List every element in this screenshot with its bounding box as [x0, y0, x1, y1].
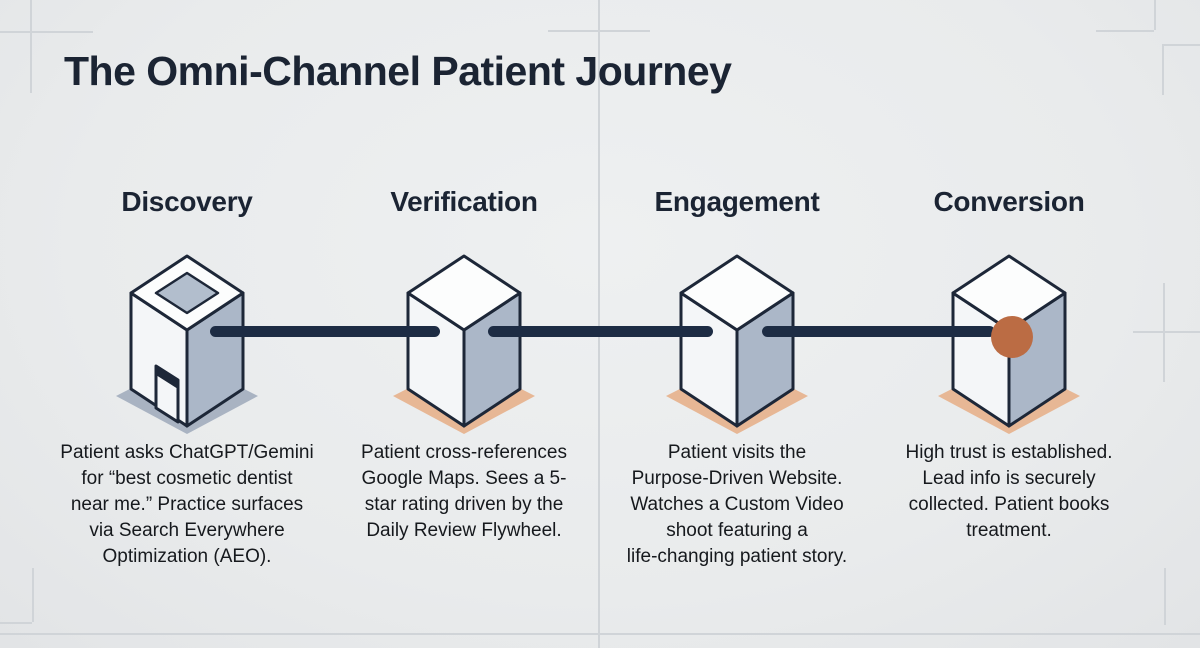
journey-connector-segment-3 [762, 326, 995, 337]
stage-engagement: Engagement Patient visits the Purpose-Dr… [596, 186, 878, 567]
stage-title-engagement: Engagement [654, 186, 820, 217]
isometric-cube-icon [389, 248, 539, 444]
stage-discovery: Discovery Patient asks ChatGPT/Gemini fo… [46, 186, 328, 567]
top-right-corner-mark [1162, 44, 1200, 46]
stage-description-verification: Patient cross-references Google Maps. Se… [361, 442, 567, 541]
right-middle-cross-mark [1163, 283, 1165, 382]
stage-title-conversion: Conversion [933, 186, 1085, 217]
center-divider-line [598, 0, 600, 648]
hollow-cube-building-icon [112, 248, 262, 444]
stage-verification: Verification Patient cross-references Go… [323, 186, 605, 541]
isometric-cube-icon [662, 248, 812, 444]
journey-connector-segment-2 [488, 326, 713, 337]
right-middle-cross-mark [1133, 331, 1200, 333]
stage-title-verification: Verification [390, 186, 538, 217]
bottom-right-corner-mark [1164, 568, 1166, 625]
top-left-cross-mark [0, 31, 93, 33]
page-title: The Omni-Channel Patient Journey [64, 48, 732, 94]
journey-connector-segment-1 [210, 326, 440, 337]
stage-description-conversion: High trust is established. Lead info is … [905, 442, 1113, 541]
top-right-corner-mark [1096, 30, 1154, 32]
conversion-node-dot [991, 316, 1033, 358]
stage-description-engagement: Patient visits the Purpose-Driven Websit… [626, 442, 848, 567]
top-right-corner-mark [1162, 44, 1164, 95]
bottom-left-corner-mark [0, 622, 32, 624]
bottom-left-corner-mark [32, 568, 34, 622]
top-left-cross-mark [30, 0, 32, 93]
stage-title-discovery: Discovery [121, 186, 253, 217]
bottom-rule-line [0, 633, 1200, 635]
top-right-corner-mark [1154, 0, 1156, 30]
stage-description-discovery: Patient asks ChatGPT/Gemini for “best co… [60, 442, 314, 567]
stage-conversion: Conversion High trust is established. Le… [868, 186, 1150, 541]
top-center-cross-mark [548, 30, 650, 32]
